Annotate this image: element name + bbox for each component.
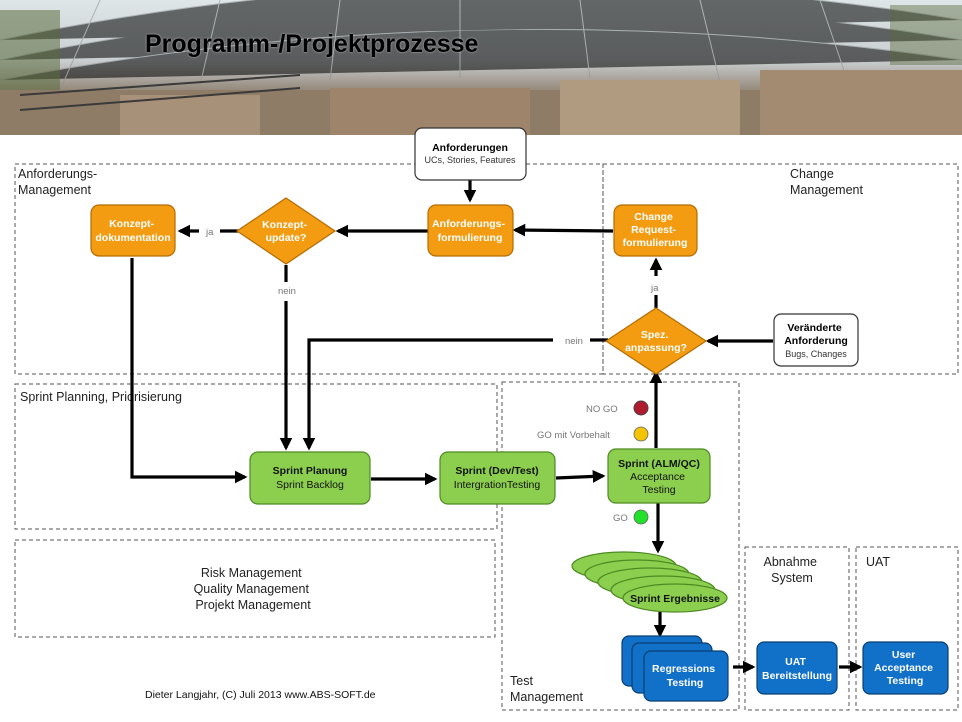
- region-label-management: Risk Management Quality Management Proje…: [194, 566, 313, 612]
- svg-text:Acceptance Testing: Acceptance Testing: [630, 471, 688, 496]
- header-photo: [0, 0, 962, 135]
- label-go: GO: [613, 513, 628, 524]
- svg-text:UCs, Stories, Features: UCs, Stories, Features: [424, 155, 516, 165]
- node-sprint-alm-qc: Sprint (ALM/QC) Acceptance Testing: [607, 448, 711, 504]
- region-label-change: Change Management: [790, 167, 863, 197]
- arrow-change-to-formulierung: [512, 223, 614, 237]
- svg-text:User Acceptance Te: User Acceptance Testing: [874, 649, 936, 687]
- svg-text:Change Request- fo: Change Request- formulierung: [623, 211, 688, 249]
- label-nein-konzept: nein: [278, 286, 296, 297]
- node-change-request: Change Request- formulierung: [613, 204, 698, 257]
- status-nogo-dot: [633, 400, 649, 416]
- svg-text:Bugs, Changes: Bugs, Changes: [785, 349, 847, 359]
- page-title: Programm-/Projektprozesse: [145, 30, 479, 58]
- label-nein-spez: nein: [565, 336, 583, 347]
- svg-text:Konzept- update?: Konzept- update?: [262, 219, 310, 244]
- footer-credit: Dieter Langjahr, (C) Juli 2013 www.ABS-S…: [145, 689, 376, 701]
- node-user-acceptance-testing: User Acceptance Testing: [862, 641, 949, 695]
- region-label-anforderungs: Anforderungs- Management: [18, 167, 101, 197]
- node-konzeptupdate-decision: Konzept- update?: [235, 197, 337, 265]
- label-ja-spez: ja: [650, 283, 659, 294]
- node-sprint-dev-test: Sprint (Dev/Test) IntergrationTesting: [439, 451, 556, 505]
- arrow-dev-to-alm: [555, 470, 606, 483]
- svg-text:Regressions Testing: Regressions Testing: [652, 663, 718, 689]
- node-anforderungen: Anforderungen UCs, Stories, Features: [414, 127, 527, 181]
- region-change-management: [602, 163, 959, 375]
- arrow-konzeptdoku-to-sprintplanung: [130, 258, 248, 484]
- node-konzeptdokumentation: Konzept- dokumentation: [90, 204, 176, 257]
- label-no-go: NO GO: [586, 404, 618, 415]
- arrow-spez-nein-to-sprintplanung: [302, 338, 553, 451]
- node-veraenderte-anforderung: Veränderte Anforderung Bugs, Changes: [773, 313, 859, 367]
- status-vorbehalt-dot: [633, 426, 649, 442]
- node-sprint-ergebnisse: Sprint Ergebnisse: [571, 551, 728, 613]
- svg-text:Sprint Backlog: Sprint Backlog: [276, 479, 344, 491]
- node-spez-anpassung-decision: Spez. anpassung?: [604, 307, 708, 375]
- svg-text:Sprint Planung: Sprint Planung: [273, 465, 348, 477]
- node-sprint-planung: Sprint Planung Sprint Backlog: [249, 451, 371, 505]
- region-management: [14, 539, 496, 638]
- svg-text:Sprint Ergebnisse: Sprint Ergebnisse: [630, 593, 720, 605]
- node-regressions-testing: Regressions Testing: [621, 635, 729, 702]
- region-test-management: [501, 381, 740, 711]
- svg-text:Anforderungs- formulieru: Anforderungs- formulierung: [432, 218, 508, 244]
- status-go-dot: [633, 509, 649, 525]
- node-anforderungsformulierung: Anforderungs- formulierung: [427, 204, 514, 257]
- region-label-sprint-planning: Sprint Planning, Priorisierung: [20, 390, 182, 404]
- region-abnahme-system: [744, 546, 850, 711]
- svg-text:Anforderungen: Anforderungen: [432, 142, 508, 154]
- node-uat-bereitstellung: UAT Bereitstellung: [756, 641, 838, 695]
- label-go-vorbehalt: GO mit Vorbehalt: [537, 430, 610, 441]
- svg-text:UAT Bereitstellung: UAT Bereitstellung: [762, 656, 832, 682]
- svg-text:Konzept- dokumentation: Konzept- dokumentation: [95, 218, 170, 244]
- svg-text:IntergrationTesting: IntergrationTesting: [454, 479, 541, 491]
- region-label-uat: UAT: [866, 555, 890, 569]
- svg-text:Sprint (ALM/QC): Sprint (ALM/QC): [618, 458, 700, 470]
- svg-text:Veränderte Anforderung: Veränderte Anforderung: [784, 322, 848, 347]
- region-label-abnahme: Abnahme System: [764, 555, 821, 585]
- svg-text:Sprint (Dev/Test): Sprint (Dev/Test): [455, 465, 538, 477]
- region-label-test: Test Management: [510, 674, 583, 704]
- region-uat: [855, 546, 959, 711]
- label-ja-konzept: ja: [205, 227, 214, 238]
- svg-text:Spez. anpassung?: Spez. anpassung?: [625, 329, 687, 354]
- header-banner: Programm-/Projektprozesse: [0, 0, 962, 135]
